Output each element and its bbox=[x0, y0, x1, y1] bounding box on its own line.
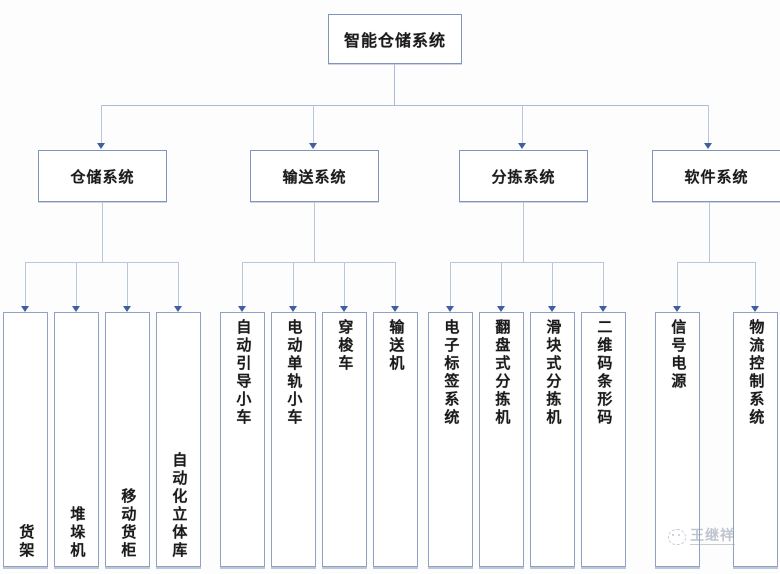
connector-branch-1-stem bbox=[314, 202, 315, 262]
node-branch-2-label: 分拣系统 bbox=[491, 167, 556, 186]
connector-drop-branch-1 bbox=[313, 105, 314, 143]
connector-drop-leaf-3-0 bbox=[677, 262, 678, 306]
connector-branch-0-bus bbox=[25, 262, 178, 263]
node-leaf-1-1[interactable]: 电动单轨小车 bbox=[271, 312, 316, 567]
connector-drop-leaf-1-3 bbox=[395, 262, 396, 306]
node-leaf-1-0-label: 自动引导小车 bbox=[234, 319, 253, 427]
node-leaf-2-3[interactable]: 二维码条形码 bbox=[581, 312, 626, 567]
node-leaf-0-0-label: 货架 bbox=[17, 524, 36, 560]
node-leaf-1-1-label: 电动单轨小车 bbox=[285, 319, 304, 427]
node-leaf-0-3[interactable]: 自动化立体库 bbox=[156, 312, 201, 567]
connector-drop-leaf-2-1 bbox=[501, 262, 502, 306]
node-branch-0-label: 仓储系统 bbox=[70, 167, 135, 186]
connector-drop-leaf-0-1 bbox=[76, 262, 77, 306]
node-root-label: 智能仓储系统 bbox=[343, 31, 446, 50]
connector-drop-leaf-1-0 bbox=[242, 262, 243, 306]
arrow-branch-1 bbox=[309, 143, 317, 149]
connector-drop-leaf-0-0 bbox=[25, 262, 26, 306]
connector-drop-branch-3 bbox=[708, 105, 709, 143]
arrow-branch-2 bbox=[518, 143, 526, 149]
arrow-leaf-2-2 bbox=[548, 306, 556, 312]
node-branch-1[interactable]: 输送系统 bbox=[250, 150, 379, 202]
connector-branch-2-stem bbox=[523, 202, 524, 262]
node-leaf-2-2-label: 滑块式分拣机 bbox=[544, 319, 563, 427]
node-leaf-3-0[interactable]: 信号电源 bbox=[655, 312, 700, 567]
node-leaf-2-0[interactable]: 电子标签系统 bbox=[428, 312, 473, 567]
node-leaf-3-1[interactable]: 物流控制系统 bbox=[733, 312, 778, 567]
node-branch-3-label: 软件系统 bbox=[684, 167, 749, 186]
node-leaf-3-1-label: 物流控制系统 bbox=[747, 319, 766, 427]
wechat-icon bbox=[668, 528, 686, 545]
node-leaf-1-3[interactable]: 输送机 bbox=[373, 312, 418, 567]
arrow-leaf-2-0 bbox=[446, 306, 454, 312]
connector-drop-leaf-2-0 bbox=[450, 262, 451, 306]
connector-drop-leaf-0-3 bbox=[178, 262, 179, 306]
arrow-branch-0 bbox=[97, 143, 105, 149]
node-leaf-2-1[interactable]: 翻盘式分拣机 bbox=[479, 312, 524, 567]
node-leaf-0-2-label: 移动货柜 bbox=[119, 488, 138, 560]
connector-drop-leaf-1-2 bbox=[344, 262, 345, 306]
connector-branch-1-bus bbox=[242, 262, 395, 263]
connector-branch-3-stem bbox=[709, 202, 710, 262]
arrow-leaf-2-3 bbox=[599, 306, 607, 312]
node-leaf-1-2[interactable]: 穿梭车 bbox=[322, 312, 367, 567]
connector-drop-leaf-3-1 bbox=[755, 262, 756, 306]
node-leaf-2-3-label: 二维码条形码 bbox=[595, 319, 614, 427]
connector-drop-branch-2 bbox=[522, 105, 523, 143]
watermark-text: 王继祥 bbox=[690, 528, 735, 546]
node-leaf-0-0[interactable]: 货架 bbox=[3, 312, 48, 567]
arrow-branch-3 bbox=[704, 143, 712, 149]
node-leaf-2-1-label: 翻盘式分拣机 bbox=[493, 319, 512, 427]
node-branch-3[interactable]: 软件系统 bbox=[652, 150, 780, 202]
arrow-leaf-1-1 bbox=[289, 306, 297, 312]
connector-drop-leaf-2-3 bbox=[603, 262, 604, 306]
node-leaf-0-3-label: 自动化立体库 bbox=[170, 452, 189, 560]
node-leaf-0-1-label: 堆垛机 bbox=[68, 506, 87, 560]
arrow-leaf-1-0 bbox=[238, 306, 246, 312]
node-leaf-1-3-label: 输送机 bbox=[387, 319, 406, 373]
arrow-leaf-1-2 bbox=[340, 306, 348, 312]
node-branch-0[interactable]: 仓储系统 bbox=[38, 150, 167, 202]
arrow-leaf-3-1 bbox=[751, 306, 759, 312]
connector-drop-branch-0 bbox=[101, 105, 102, 143]
node-branch-1-label: 输送系统 bbox=[282, 167, 347, 186]
node-leaf-0-1[interactable]: 堆垛机 bbox=[54, 312, 99, 567]
arrow-leaf-0-2 bbox=[123, 306, 131, 312]
node-branch-2[interactable]: 分拣系统 bbox=[459, 150, 588, 202]
connector-branch-0-stem bbox=[102, 202, 103, 262]
node-leaf-1-2-label: 穿梭车 bbox=[336, 319, 355, 373]
node-leaf-2-0-label: 电子标签系统 bbox=[442, 319, 461, 427]
connector-drop-leaf-1-1 bbox=[293, 262, 294, 306]
arrow-leaf-2-1 bbox=[497, 306, 505, 312]
node-leaf-3-0-label: 信号电源 bbox=[669, 319, 688, 391]
connector-branch-2-bus bbox=[450, 262, 603, 263]
arrow-leaf-3-0 bbox=[673, 306, 681, 312]
node-leaf-0-2[interactable]: 移动货柜 bbox=[105, 312, 150, 567]
connector-drop-leaf-2-2 bbox=[552, 262, 553, 306]
arrow-leaf-0-1 bbox=[72, 306, 80, 312]
node-leaf-1-0[interactable]: 自动引导小车 bbox=[220, 312, 265, 567]
connector-level1-bus bbox=[101, 105, 708, 106]
watermark: 王继祥 bbox=[668, 528, 735, 546]
connector-root-stem bbox=[394, 64, 395, 105]
node-root[interactable]: 智能仓储系统 bbox=[328, 14, 462, 64]
arrow-leaf-0-3 bbox=[174, 306, 182, 312]
connector-drop-leaf-0-2 bbox=[127, 262, 128, 306]
arrow-leaf-1-3 bbox=[391, 306, 399, 312]
arrow-leaf-0-0 bbox=[21, 306, 29, 312]
node-leaf-2-2[interactable]: 滑块式分拣机 bbox=[530, 312, 575, 567]
connector-branch-3-bus bbox=[677, 262, 755, 263]
